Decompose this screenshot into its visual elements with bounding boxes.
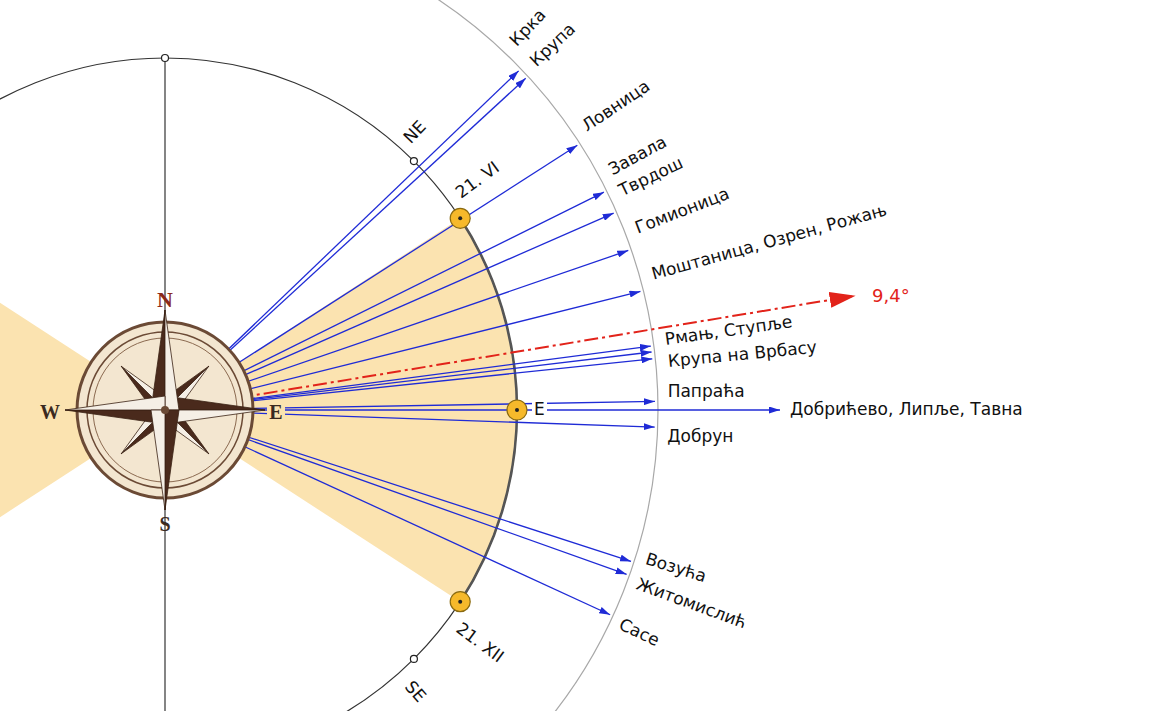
compass-letter: N [157, 287, 173, 312]
direction-label: E [532, 400, 547, 420]
direction-dot [410, 655, 417, 662]
direction-label: SE [400, 678, 429, 707]
sun-dot [507, 400, 527, 420]
horizon-circle [0, 58, 517, 711]
compass-letter: E [267, 401, 284, 424]
outer-arc [0, 0, 658, 711]
place-label: Гомионица [633, 184, 733, 238]
sun-dot [450, 592, 470, 612]
place-label: Добрићево, Липље, Тавна [790, 400, 1023, 420]
compass-rose [65, 310, 265, 510]
sun-dot-center [458, 600, 462, 604]
sun-dot-center [515, 408, 519, 412]
direction-dot [162, 55, 169, 62]
place-label: Добрун [667, 427, 733, 447]
angle-label: 9,4° [872, 286, 910, 307]
sun-dot [450, 208, 470, 228]
sun-dot-center [458, 216, 462, 220]
date-label: 21. VI [453, 158, 504, 203]
mean-direction-line [165, 296, 856, 410]
compass-letter: S [159, 513, 170, 536]
direction-dot [410, 158, 417, 165]
place-label: Ловница [578, 76, 653, 135]
compass-letter: W [38, 401, 62, 424]
date-label: 21. XII [452, 619, 507, 667]
place-label: Папраћа [668, 382, 745, 402]
direction-label: NE [400, 117, 430, 147]
place-label: Сасе [616, 615, 662, 651]
